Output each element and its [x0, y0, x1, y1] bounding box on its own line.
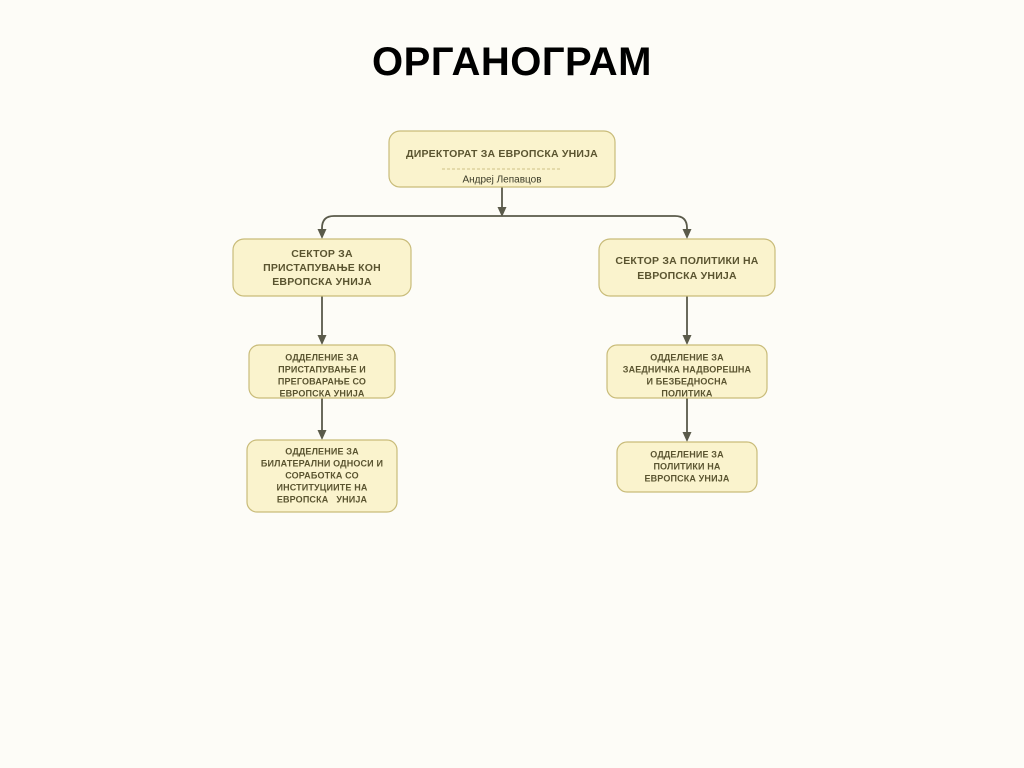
- node-title-dept-bilateral-line1: ОДДЕЛЕНИЕ ЗА: [285, 446, 359, 456]
- node-title-directorate-eu: ДИРЕКТОРАТ ЗА ЕВРОПСКА УНИЈА: [406, 148, 598, 160]
- node-title-dept-foreign-line2: ЗАЕДНИЧКА НАДВОРЕШНА: [623, 364, 752, 374]
- node-box-directorate-eu[interactable]: [388, 130, 616, 188]
- node-title-dept-eu-policies-line3: ЕВРОПСКА УНИЈА: [644, 473, 729, 483]
- node-title-dept-foreign-line4: ПОЛИТИКА: [661, 388, 713, 398]
- node-title-dept-accession-line3: ПРЕГОВАРАЊЕ СО: [278, 376, 366, 386]
- node-title-sector-accession-line3: ЕВРОПСКА УНИЈА: [272, 276, 372, 288]
- node-title-dept-foreign-line1: ОДДЕЛЕНИЕ ЗА: [650, 352, 724, 362]
- node-title-sector-accession-line1: СЕКТОР ЗА: [291, 248, 353, 260]
- page-title: ОРГАНОГРАМ: [372, 40, 652, 84]
- node-dept-foreign-security-policy[interactable]: ОДДЕЛЕНИЕ ЗА ЗАЕДНИЧКА НАДВОРЕШНА И БЕЗБ…: [606, 344, 768, 399]
- node-title-dept-accession-line2: ПРИСТАПУВАЊЕ И: [278, 364, 366, 374]
- node-title-dept-bilateral-line4: ИНСТИТУЦИИТЕ НА: [276, 482, 367, 492]
- node-title-dept-bilateral-line2: БИЛАТЕРАЛНИ ОДНОСИ И: [261, 458, 383, 468]
- split-bar: [321, 215, 688, 233]
- node-box-sector-accession[interactable]: [232, 238, 412, 297]
- node-title-dept-bilateral-line3: СОРАБОТКА СО: [285, 470, 359, 480]
- node-box-dept-foreign-security-policy[interactable]: [606, 344, 768, 399]
- node-box-dept-accession-negotiation[interactable]: [248, 344, 396, 399]
- node-title-dept-accession-line4: ЕВРОПСКА УНИЈА: [279, 388, 364, 398]
- node-title-sector-policies-line2: ЕВРОПСКА УНИЈА: [637, 270, 737, 282]
- node-box-dept-eu-policies[interactable]: [616, 441, 758, 493]
- edge-dept-foreign-eu-policies: [682, 398, 692, 442]
- node-sector-policies[interactable]: СЕКТОР ЗА ПОЛИТИКИ НА ЕВРОПСКА УНИЈА: [598, 238, 776, 297]
- node-box-sector-policies[interactable]: [598, 238, 776, 297]
- node-title-dept-foreign-line3: И БЕЗБЕДНОСНА: [647, 376, 728, 386]
- edge-sector-accession-dept: [317, 296, 327, 345]
- edge-dept-accession-bilateral: [317, 398, 327, 440]
- node-directorate-eu[interactable]: ДИРЕКТОРАТ ЗА ЕВРОПСКА УНИЈА Андреј Лепа…: [388, 130, 616, 188]
- node-box-dept-bilateral-relations[interactable]: [246, 439, 398, 513]
- node-dept-eu-policies[interactable]: ОДДЕЛЕНИЕ ЗА ПОЛИТИКИ НА ЕВРОПСКА УНИЈА: [616, 441, 758, 493]
- edge-split-sector-policies: [682, 229, 692, 239]
- node-title-dept-accession-line1: ОДДЕЛЕНИЕ ЗА: [285, 352, 359, 362]
- connector-layer: [317, 187, 692, 442]
- edge-sector-policies-dept: [682, 296, 692, 345]
- node-dept-bilateral-relations[interactable]: ОДДЕЛЕНИЕ ЗА БИЛАТЕРАЛНИ ОДНОСИ И СОРАБО…: [246, 439, 398, 513]
- node-title-dept-eu-policies-line1: ОДДЕЛЕНИЕ ЗА: [650, 449, 724, 459]
- node-dept-accession-negotiation[interactable]: ОДДЕЛЕНИЕ ЗА ПРИСТАПУВАЊЕ И ПРЕГОВАРАЊЕ …: [248, 344, 396, 399]
- node-title-sector-accession-line2: ПРИСТАПУВАЊЕ КОН: [263, 262, 381, 274]
- edge-split-sector-accession: [317, 229, 327, 239]
- edge-root-split: [497, 187, 507, 217]
- node-sector-accession[interactable]: СЕКТОР ЗА ПРИСТАПУВАЊЕ КОН ЕВРОПСКА УНИЈ…: [232, 238, 412, 297]
- node-title-dept-eu-policies-line2: ПОЛИТИКИ НА: [653, 461, 720, 471]
- node-person-directorate-eu: Андреј Лепавцов: [462, 175, 541, 186]
- node-title-dept-bilateral-line5: ЕВРОПСКА УНИЈА: [277, 494, 368, 504]
- node-title-sector-policies-line1: СЕКТОР ЗА ПОЛИТИКИ НА: [615, 255, 758, 267]
